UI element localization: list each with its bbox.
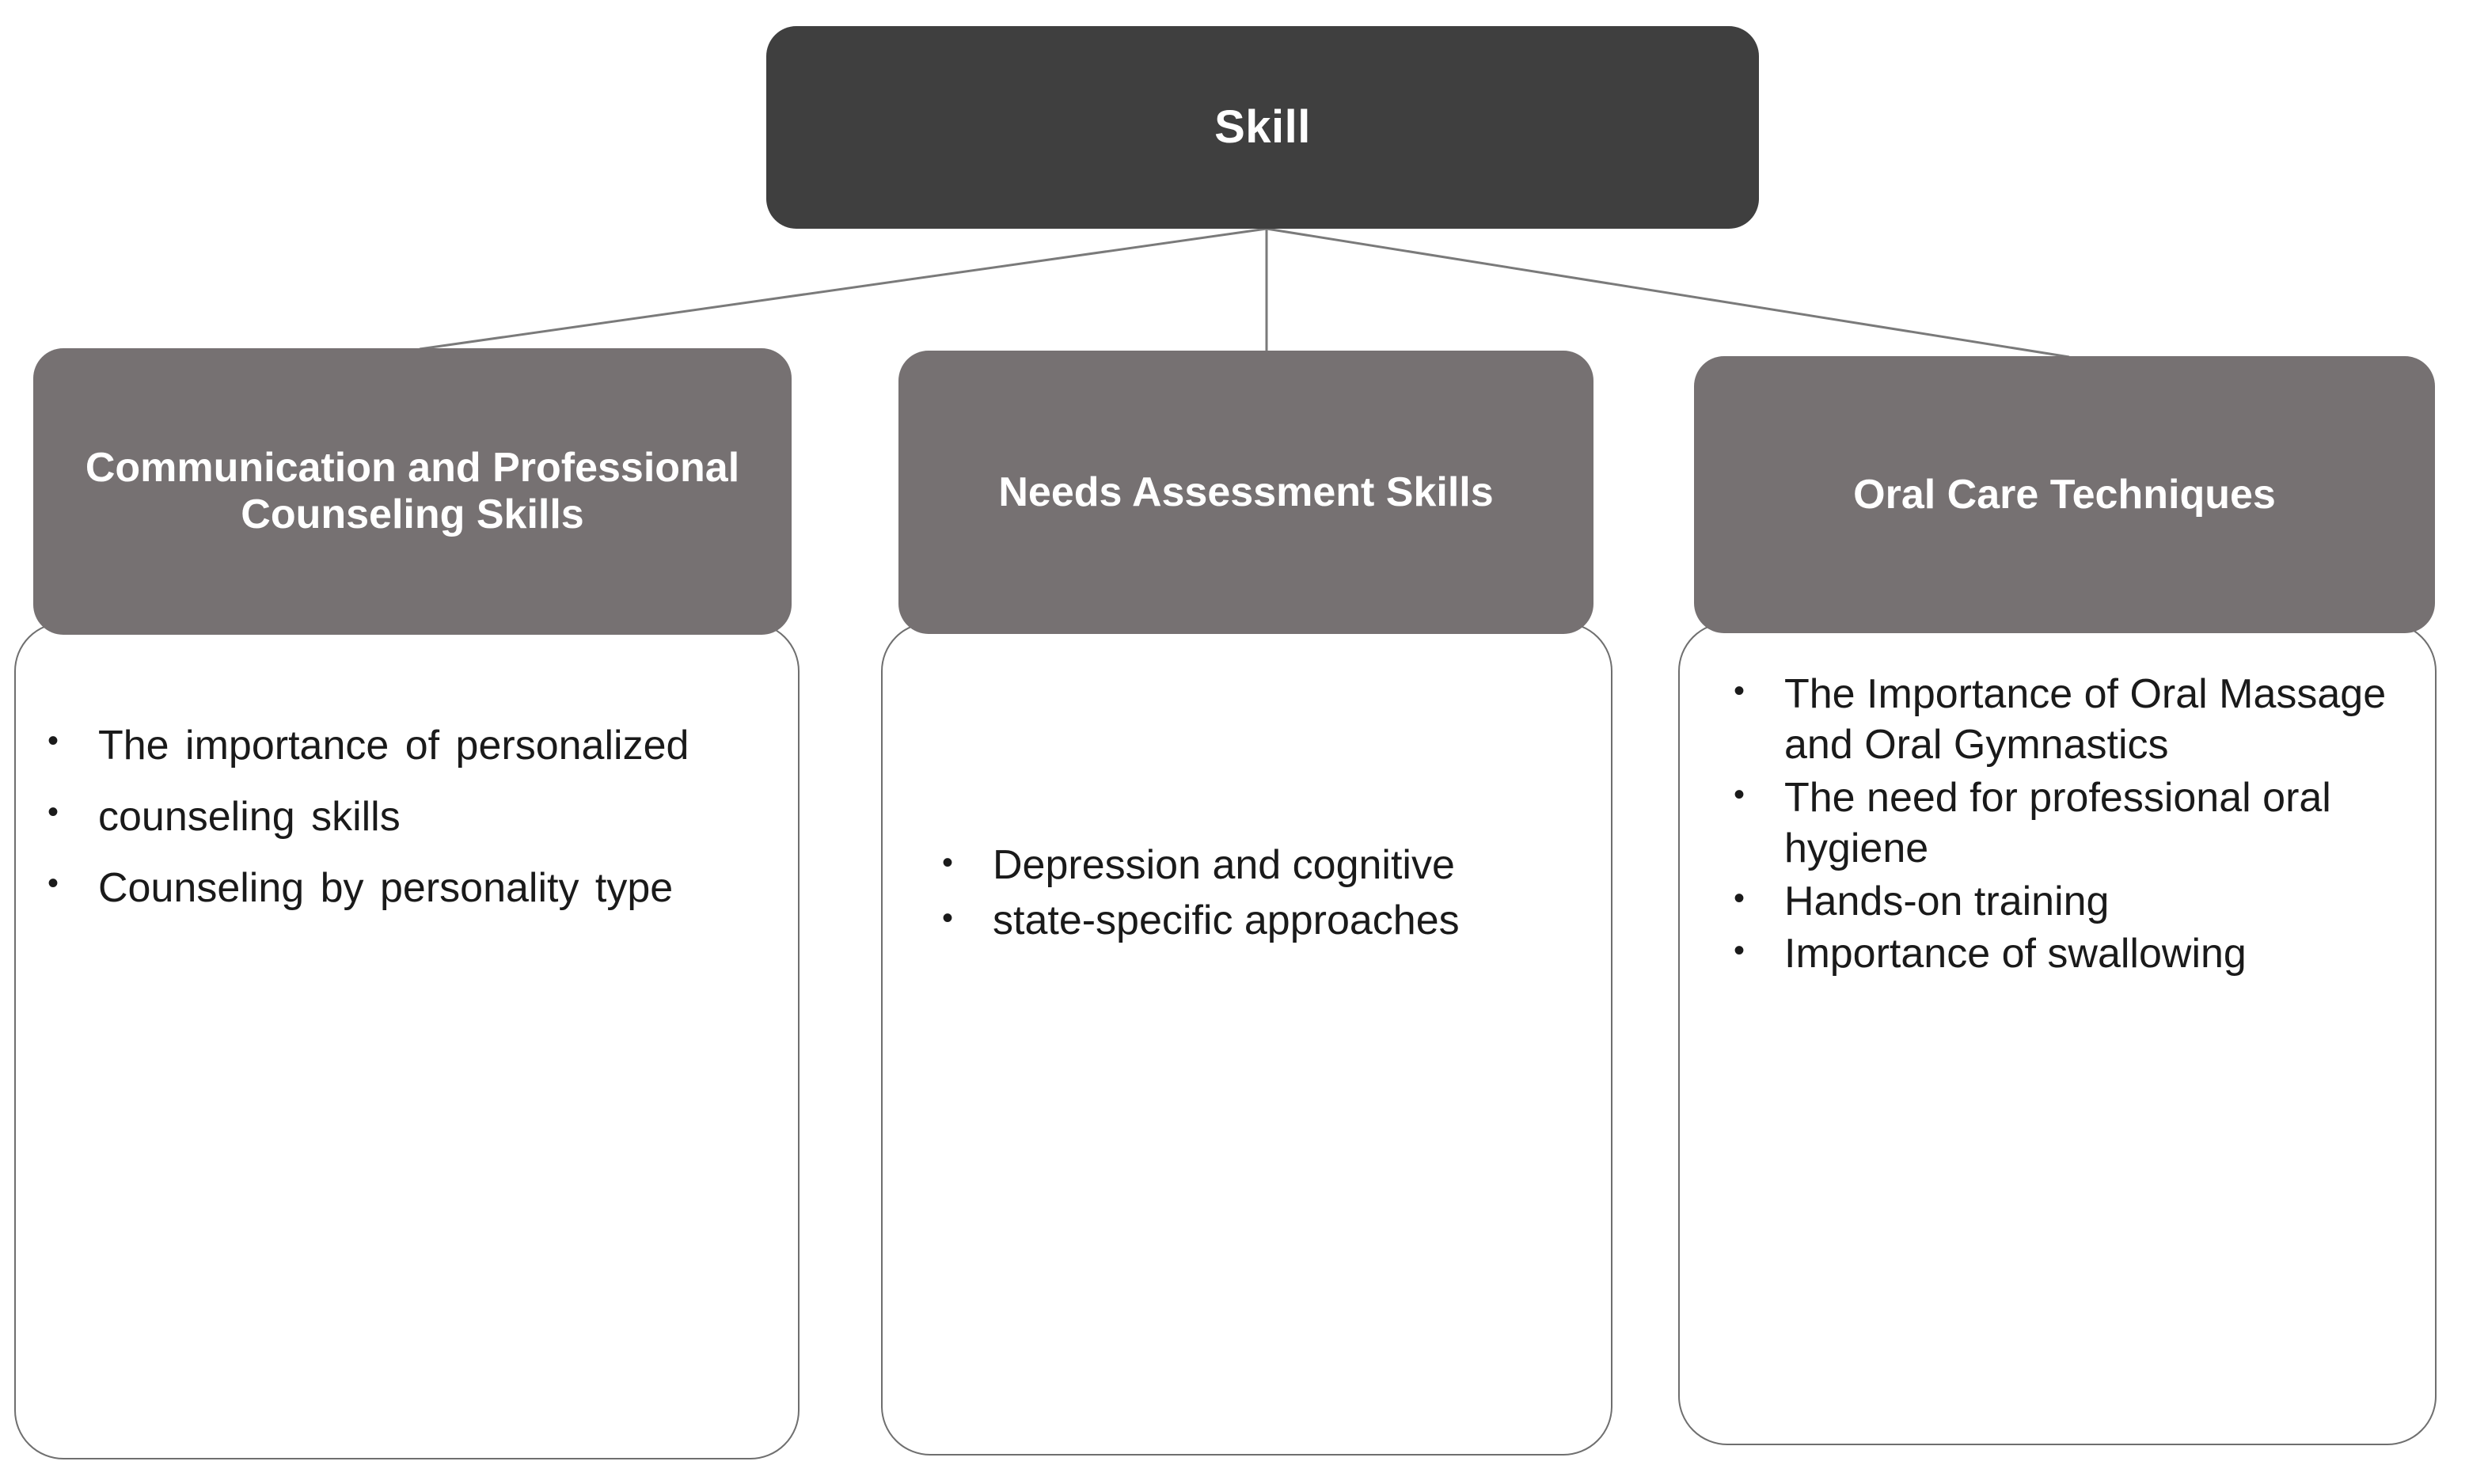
column-2-body-panel: [881, 622, 1612, 1456]
column-1-header[interactable]: Communication and Professional Counselin…: [33, 348, 792, 635]
bullet-dot-icon: •: [1734, 933, 1745, 969]
list-item: • Depression and cognitive: [942, 839, 1599, 891]
list-item: • state-specific approaches: [942, 894, 1599, 947]
connector-to-col1: [419, 227, 1267, 351]
list-item: • counseling skills: [47, 784, 760, 850]
list-item: • The need for professional oral hygiene: [1734, 772, 2422, 875]
bullet-text: Hands-on training: [1784, 878, 2110, 924]
column-2-title: Needs Assessment Skills: [998, 469, 1494, 515]
bullet-text: The importance of personalized: [98, 723, 689, 769]
list-item: • The importance of personalized: [47, 712, 760, 779]
bullet-text: The need for professional oral hygiene: [1784, 774, 2331, 872]
bullet-dot-icon: •: [47, 723, 59, 758]
bullet-dot-icon: •: [942, 845, 954, 880]
bullet-dot-icon: •: [942, 901, 954, 936]
column-3-title: Oral Care Techniques: [1853, 471, 2276, 518]
list-item: • Importance of swallowing: [1734, 928, 2422, 979]
list-item: • Counseling by personality type: [47, 855, 760, 921]
root-node-label: Skill: [1214, 101, 1311, 154]
column-3-header[interactable]: Oral Care Techniques: [1694, 356, 2435, 633]
connector-to-col3: [1266, 227, 2070, 359]
column-2-bullet-list: • Depression and cognitive • state-speci…: [942, 839, 1599, 950]
bullet-text: Counseling by personality type: [98, 865, 674, 912]
list-item: • Hands-on training: [1734, 876, 2422, 927]
column-1-body-panel: [14, 622, 800, 1459]
column-3-bullet-list: • The Importance of Oral Massage and Ora…: [1734, 669, 2422, 981]
bullet-text: Importance of swallowing: [1784, 931, 2247, 977]
bullet-text: counseling skills: [98, 794, 401, 841]
bullet-dot-icon: •: [47, 795, 59, 830]
bullet-dot-icon: •: [47, 866, 59, 901]
column-3-body-panel: [1678, 622, 2437, 1445]
bullet-text: Depression and cognitive: [993, 842, 1455, 888]
bullet-dot-icon: •: [1734, 674, 1745, 708]
bullet-dot-icon: •: [1734, 880, 1745, 916]
column-1-bullet-list: • The importance of personalized • couns…: [47, 712, 760, 927]
column-2-header[interactable]: Needs Assessment Skills: [898, 351, 1593, 634]
list-item: • The Importance of Oral Massage and Ora…: [1734, 669, 2422, 771]
root-node-skill[interactable]: Skill: [766, 26, 1759, 229]
bullet-text: The Importance of Oral Massage and Oral …: [1784, 671, 2387, 769]
bullet-dot-icon: •: [1734, 776, 1745, 812]
column-1-title: Communication and Professional Counselin…: [85, 445, 740, 537]
bullet-text: state-specific approaches: [993, 898, 1460, 944]
